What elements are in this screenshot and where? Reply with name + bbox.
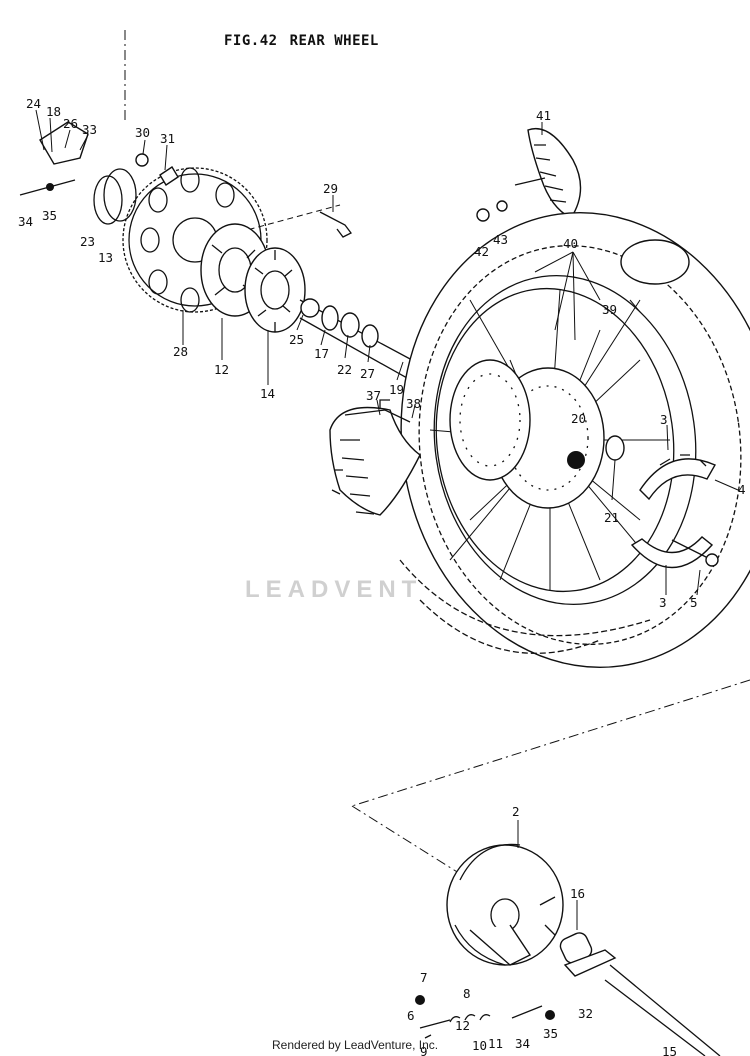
wheel-cap (620, 239, 690, 285)
callout: 4 (738, 482, 746, 497)
callout: 39 (602, 302, 617, 317)
callout: 25 (289, 332, 304, 347)
callout: 10 (472, 1038, 487, 1053)
callout: 6 (407, 1008, 415, 1023)
callout: 42 (474, 244, 489, 259)
callout: 20 (571, 411, 586, 426)
callout: 11 (488, 1036, 503, 1051)
callout: 26 (63, 116, 78, 131)
callout: 23 (80, 234, 95, 249)
callout: 22 (337, 362, 352, 377)
sprocket-drum (200, 223, 306, 333)
brake-panel (415, 843, 721, 1056)
callout: 41 (536, 108, 551, 123)
callout: 19 (389, 382, 404, 397)
figure-number: FIG.42 (224, 33, 278, 49)
callout: 24 (26, 96, 41, 111)
tire (329, 399, 651, 654)
callout: 7 (420, 970, 428, 985)
leader-lines (35, 109, 739, 930)
callout: 37 (366, 388, 381, 403)
callout: 3 (659, 595, 667, 610)
callout: 34 (515, 1036, 530, 1051)
callout-labels: 24 18 26 33 30 31 29 41 34 35 23 13 42 4… (18, 96, 746, 1056)
callout: 16 (570, 886, 585, 901)
figure-name: REAR WHEEL (289, 33, 379, 49)
chain-adjuster-left (19, 121, 179, 225)
callout: 34 (18, 214, 33, 229)
callout: 18 (46, 104, 61, 119)
rear-wheel (400, 212, 750, 668)
callout: 29 (323, 181, 338, 196)
callout: 21 (604, 510, 619, 525)
figure-title: FIG.42 REAR WHEEL (224, 33, 379, 49)
callout: 35 (42, 208, 57, 223)
callout: 15 (662, 1044, 677, 1056)
callout: 40 (563, 236, 578, 251)
footer-credit: Rendered by LeadVenture, Inc. (272, 1038, 439, 1052)
callout: 30 (135, 125, 150, 140)
callout: 43 (493, 232, 508, 247)
callout: 32 (578, 1006, 593, 1021)
brake-shoes (630, 454, 719, 569)
callout: 13 (98, 250, 113, 265)
callout: 27 (360, 366, 375, 381)
callout: 35 (543, 1026, 558, 1041)
watermark: LEADVENT (245, 576, 423, 603)
callout: 8 (463, 986, 471, 1001)
callout: 12 (455, 1018, 470, 1033)
callout: 12 (214, 362, 229, 377)
callout: 5 (690, 595, 698, 610)
callout: 3 (660, 412, 668, 427)
callout: 2 (512, 804, 520, 819)
callout: 33 (82, 122, 97, 137)
callout: 31 (160, 131, 175, 146)
callout: 28 (173, 344, 188, 359)
callout: 38 (406, 396, 421, 411)
callout: 14 (260, 386, 275, 401)
callout: 9 (420, 1044, 428, 1056)
callout: 17 (314, 346, 329, 361)
rim-lock (476, 128, 582, 222)
cotter-pin (319, 211, 352, 238)
